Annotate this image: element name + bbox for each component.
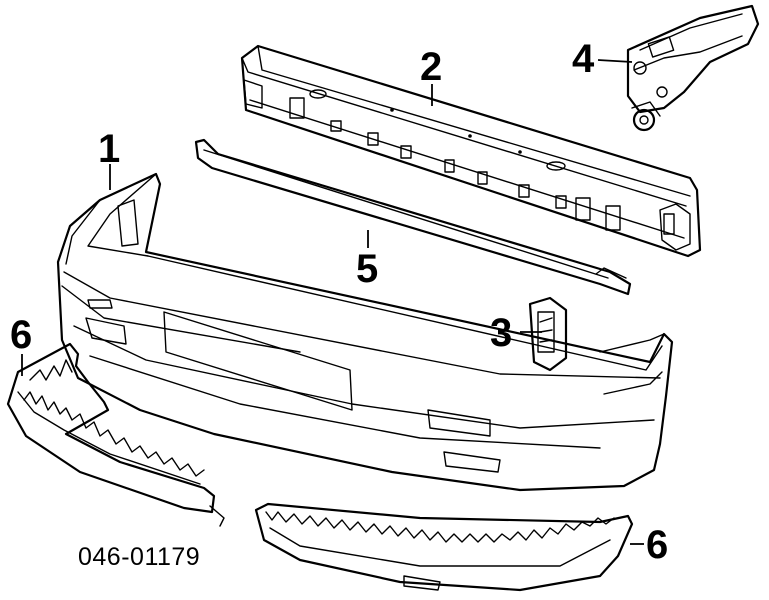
callout-2: 2 <box>420 45 442 89</box>
callout-1: 1 <box>98 127 120 171</box>
callout-4: 4 <box>572 37 595 81</box>
callout-5: 5 <box>356 247 378 291</box>
callout-6-front: 6 <box>646 523 668 567</box>
reinforcement-bar-part <box>240 44 702 258</box>
callout-3: 3 <box>490 311 512 355</box>
spoiler-left-part <box>6 342 225 527</box>
bracket-part <box>528 296 568 372</box>
spoiler-front-part <box>254 502 634 592</box>
upper-strip-part <box>194 138 632 296</box>
reference-code: 046-01179 <box>78 543 200 571</box>
callout-6-left: 6 <box>10 313 32 357</box>
side-bracket-part <box>626 4 760 132</box>
leader-lines <box>21 59 644 545</box>
bumper-cover-part <box>56 172 674 492</box>
